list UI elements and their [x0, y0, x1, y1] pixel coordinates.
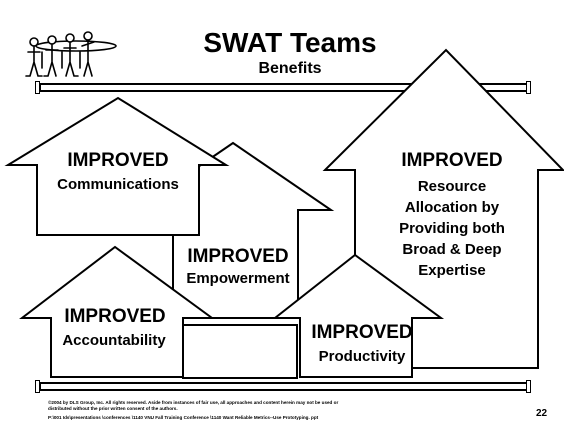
copyright-line-2: distributed without the prior written co… [48, 406, 178, 411]
top-divider-right-cap [526, 81, 531, 94]
resource-line-3: Providing both [399, 220, 505, 237]
file-path: P:\001 Ids\presentations \conferences \1… [48, 415, 319, 420]
arrow-productivity [272, 253, 445, 378]
resource-line-1: Resource [417, 178, 487, 195]
resource-line-2: Allocation by [404, 199, 500, 216]
accountability-text: Accountability [62, 332, 166, 349]
copyright-line-1: ©2004 by DLS Group, Inc. All rights rese… [48, 400, 339, 405]
slide-subtitle: Benefits [258, 60, 322, 77]
team-logo-icon [25, 31, 117, 77]
resource-line-5: Expertise [418, 262, 486, 279]
arrow-communications [4, 96, 230, 236]
bottom-divider-right-cap [526, 380, 531, 393]
empowerment-heading: IMPROVED [187, 246, 289, 267]
resource-allocation-text: Resource Allocation by Providing both Br… [380, 176, 524, 281]
bottom-divider-left-cap [35, 380, 40, 393]
productivity-block [182, 324, 298, 379]
communications-text: Communications [57, 176, 179, 193]
resource-allocation-heading: IMPROVED [401, 150, 503, 171]
empowerment-text: Empowerment [186, 270, 290, 287]
page-number: 22 [536, 408, 548, 419]
productivity-heading: IMPROVED [311, 322, 413, 343]
resource-line-4: Broad & Deep [402, 241, 502, 258]
accountability-heading: IMPROVED [64, 306, 166, 327]
top-divider-left-cap [35, 81, 40, 94]
communications-heading: IMPROVED [67, 150, 169, 171]
productivity-text: Productivity [318, 348, 406, 365]
bottom-divider [39, 382, 529, 391]
slide-title: SWAT Teams [203, 27, 377, 58]
